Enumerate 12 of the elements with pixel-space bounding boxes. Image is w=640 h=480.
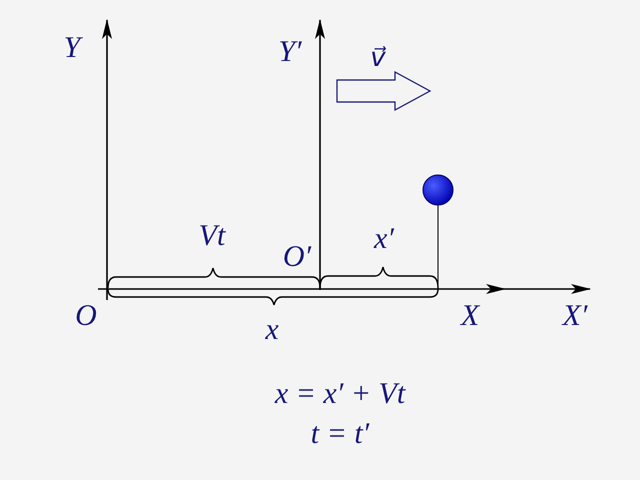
dimension-label: x′: [374, 224, 394, 254]
axis-label: Y: [64, 33, 80, 63]
dimension-label: x: [265, 315, 279, 345]
vector-label: v⃗: [370, 45, 386, 71]
axis-label: X: [460, 301, 480, 331]
origin-label: O′: [282, 242, 312, 272]
axis-label: Y′: [278, 37, 302, 67]
equation: t = t′: [310, 419, 370, 449]
equation: x = x′ + Vt: [274, 379, 406, 409]
axis-label: X′: [562, 301, 588, 331]
origin-label: O: [75, 301, 97, 331]
dimension-label: Vt: [198, 221, 226, 251]
